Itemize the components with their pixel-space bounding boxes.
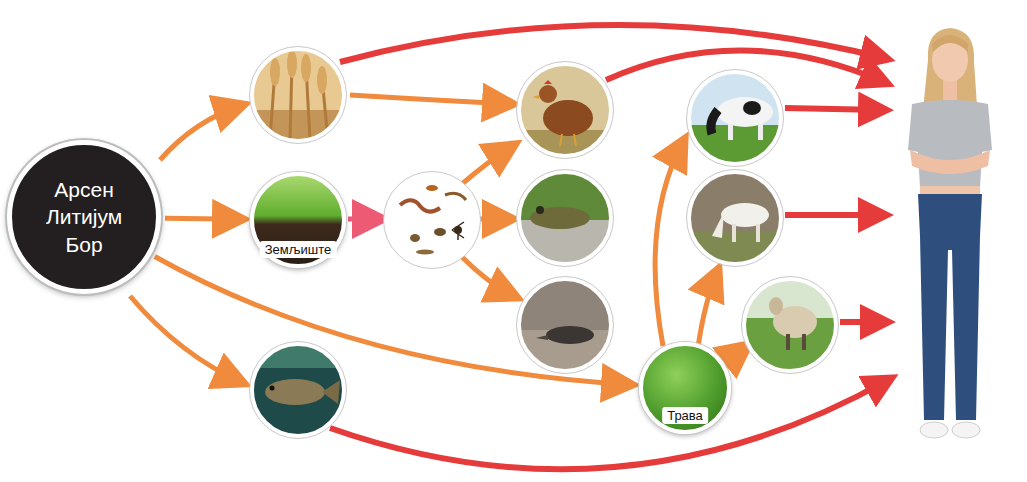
photo-circles xyxy=(250,47,839,440)
arrows xyxy=(130,25,888,469)
soil-circle: Земљиште xyxy=(250,172,346,268)
element-circle: Арсен Литијум Бор xyxy=(7,140,161,294)
sheep-photo xyxy=(742,277,839,374)
chicken-photo xyxy=(517,62,614,159)
grass-circle: Трава xyxy=(639,342,731,434)
flow-arrow xyxy=(155,256,631,384)
node-label: Земљиште xyxy=(260,241,337,258)
cow-photo xyxy=(687,70,784,167)
fish-photo xyxy=(250,342,347,440)
node-label: Трава xyxy=(662,407,708,424)
node-text: Арсен Литијум Бор xyxy=(34,176,134,258)
invertebrates-photo xyxy=(384,172,481,269)
human-figure xyxy=(908,28,992,438)
shrew-photo xyxy=(517,277,614,374)
goat-photo xyxy=(687,170,784,267)
frog-photo xyxy=(517,170,614,267)
wheat-photo xyxy=(250,47,347,145)
flow-arrow xyxy=(165,218,242,219)
